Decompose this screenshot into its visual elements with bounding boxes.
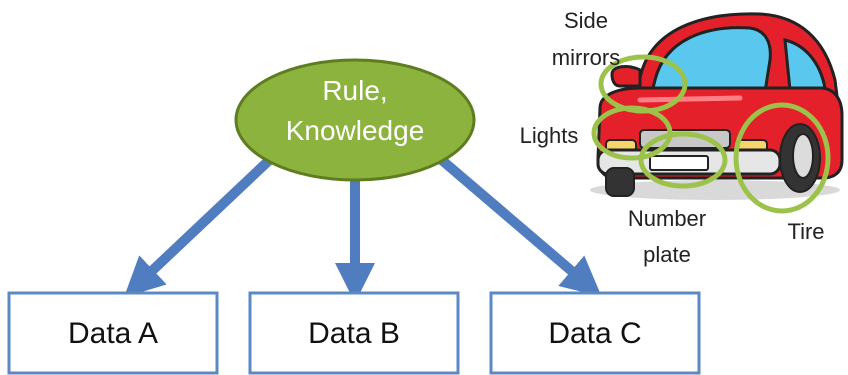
data-box-c (489, 291, 701, 375)
highlight-ring-number-plate (638, 131, 728, 189)
arrows (123, 146, 602, 303)
highlight-ring-tire (733, 102, 831, 214)
data-box-b-label: Data B (308, 317, 400, 350)
car-shadow (590, 180, 840, 200)
data-box-c-label: Data C (548, 317, 641, 350)
label-number-plate-line1: Number (628, 206, 706, 231)
car-illustration: Side mirrors Lights Number plate Tire (520, 8, 844, 267)
label-tire: Tire (787, 219, 824, 244)
data-boxes: Data A Data B Data C (7, 291, 701, 375)
label-side-mirrors-line2: mirrors (552, 45, 620, 70)
car-number-plate (649, 155, 709, 171)
data-box-b (248, 291, 460, 375)
car-side-mirror (610, 65, 642, 88)
data-box-a-label: Data A (68, 317, 158, 350)
label-side-mirrors-line1: Side (564, 8, 608, 33)
arrow-to-data-a (123, 146, 284, 298)
data-box-a (7, 291, 219, 375)
label-number-plate-line2: plate (643, 242, 691, 267)
car-grille (639, 129, 731, 149)
car-tire-left (605, 167, 635, 197)
root-node: Rule, Knowledge (234, 58, 476, 182)
arrow-to-data-c (426, 146, 602, 297)
root-label-line2: Knowledge (286, 115, 425, 146)
label-lights: Lights (520, 123, 579, 148)
car-wheel-hub-right (792, 133, 814, 179)
root-label-line1: Rule, (322, 75, 387, 106)
car-bonnet-highlight (637, 95, 743, 103)
root-ellipse (234, 58, 476, 182)
